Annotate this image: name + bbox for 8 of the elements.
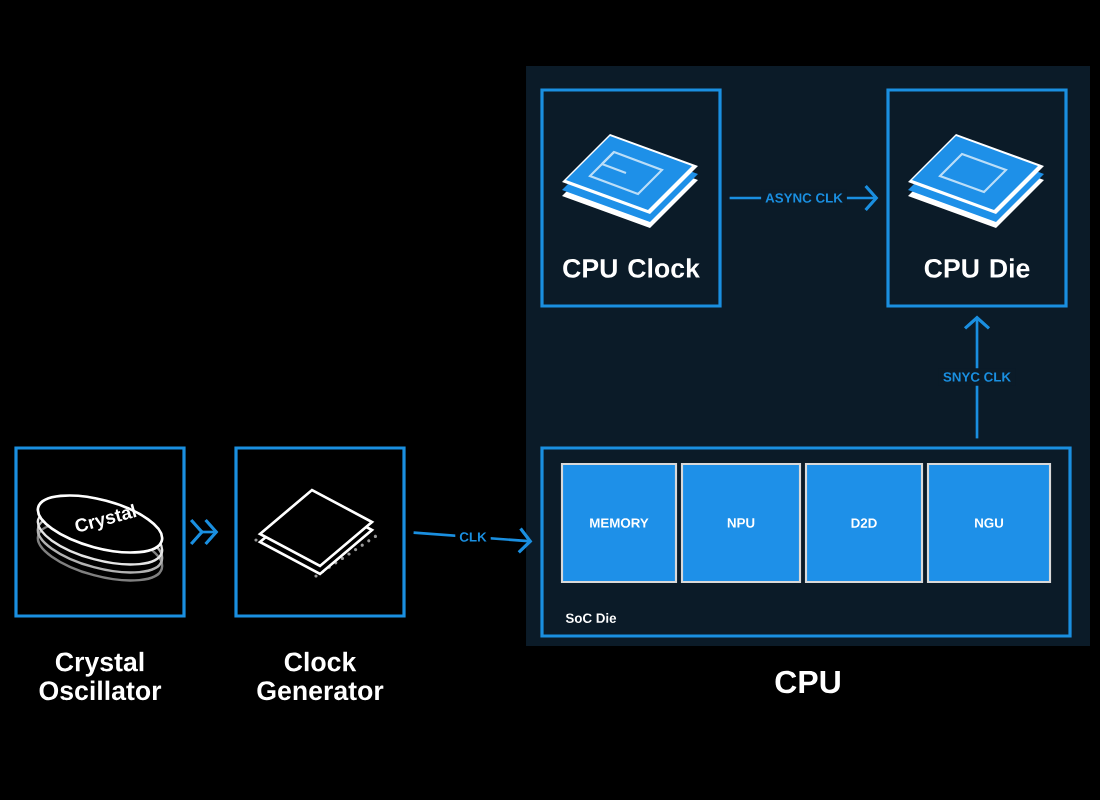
arrow: [413, 527, 533, 554]
arrow: [963, 315, 991, 439]
panel-title: CPU: [775, 670, 840, 694]
component-label: CPU Clock: [563, 258, 700, 278]
component-label: Crystal Oscillator: [39, 651, 162, 701]
component-label: Clock Generator: [257, 651, 384, 701]
crystal-label: Crystal: [75, 503, 137, 532]
component-label: CPU Die: [924, 258, 1030, 278]
